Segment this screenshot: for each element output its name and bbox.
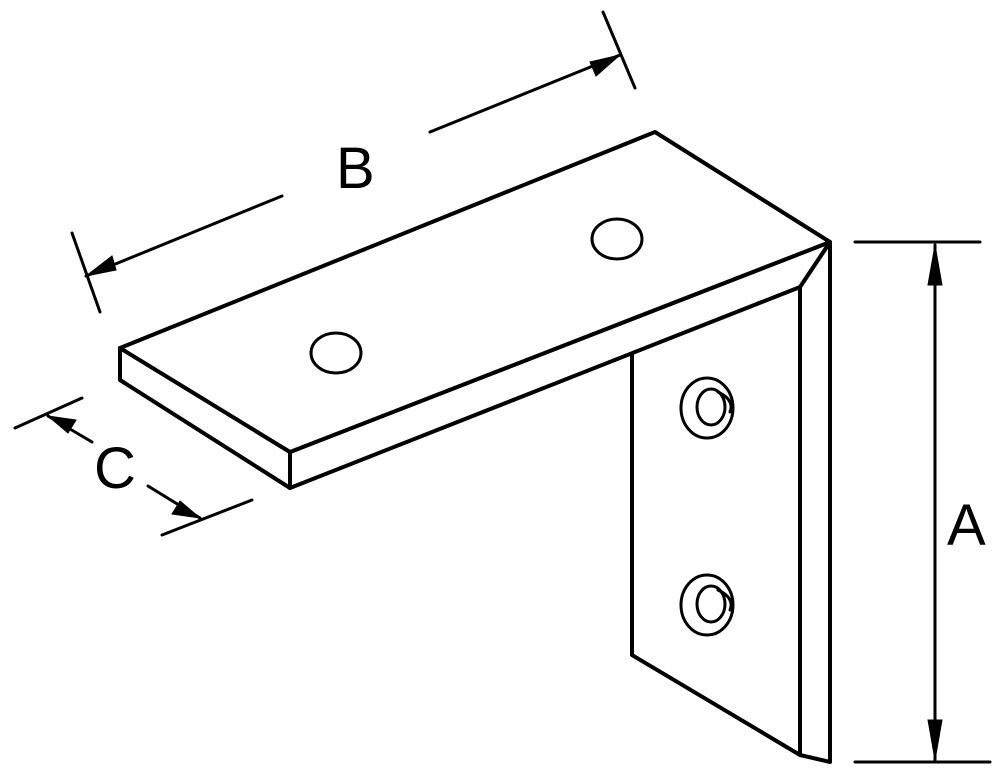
dimension-b-extension-right — [601, 10, 637, 90]
vertical-leg-edge — [798, 240, 832, 764]
dimension-b-arrow-left — [85, 255, 117, 277]
dimension-b-line-right — [428, 53, 622, 134]
vertical-hole-lower — [679, 573, 735, 637]
top-hole-left — [309, 331, 363, 375]
dimension-b-label: B — [336, 136, 375, 201]
dimension-b: B — [70, 10, 637, 314]
vertical-leg-face — [630, 285, 802, 757]
top-hole-right — [590, 217, 644, 261]
dimension-a-label: A — [947, 493, 986, 558]
dimension-c: C — [13, 396, 254, 537]
dimension-c-arrow-bottom — [171, 500, 202, 519]
vertical-hole-upper — [679, 376, 735, 440]
dimension-b-line-left — [84, 194, 284, 278]
dimension-a-arrow-bottom — [927, 719, 943, 761]
horizontal-leg-top-face — [118, 130, 832, 454]
dimension-c-extension-bottom — [160, 498, 254, 537]
vertical-leg — [630, 240, 832, 764]
dimension-b-arrow-right — [589, 54, 621, 77]
dimension-c-arrow-top — [46, 415, 77, 434]
dimension-c-label: C — [94, 436, 136, 501]
horizontal-leg — [118, 130, 832, 490]
dimension-b-extension-left — [70, 231, 102, 314]
dimension-a: A — [853, 240, 992, 764]
dimension-c-extension-top — [13, 396, 84, 430]
dimension-a-arrow-top — [927, 244, 943, 286]
